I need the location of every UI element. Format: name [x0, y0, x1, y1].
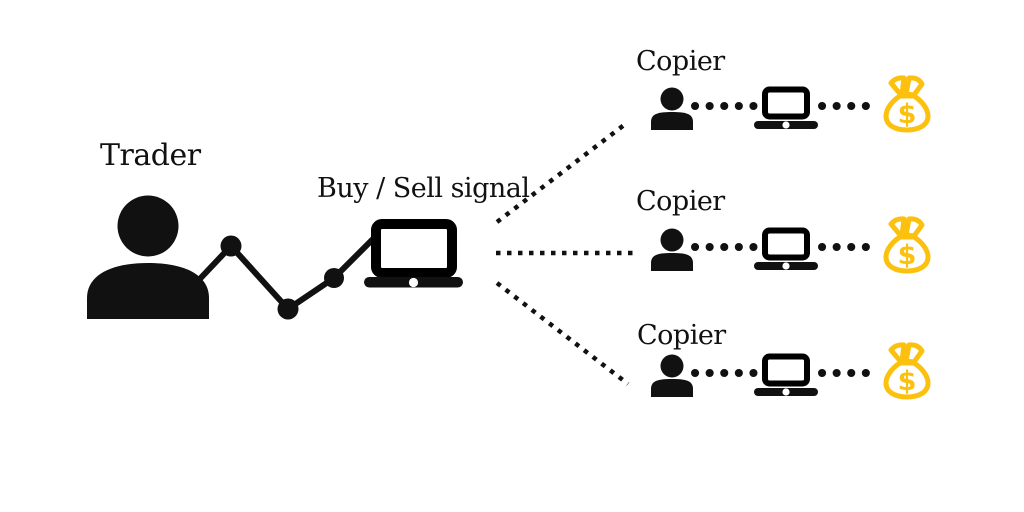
- zigzag-node: [324, 268, 344, 288]
- zigzag-node: [277, 298, 299, 320]
- price-zigzag-line: [193, 227, 385, 320]
- signal-label: Buy / Sell signal: [317, 173, 530, 204]
- copier-laptop-icon: [754, 231, 818, 271]
- copier-person-icon: [651, 354, 693, 397]
- copier-row-1: [651, 78, 928, 130]
- broadcast-line-top: [495, 120, 630, 224]
- money-bag-icon: [886, 219, 928, 271]
- broadcast-line-bottom: [495, 281, 630, 386]
- trader-laptop-icon: [364, 219, 463, 288]
- copier-label-1: Copier: [636, 46, 725, 77]
- copier-person-icon: [651, 87, 693, 130]
- money-bag-icon: [886, 345, 928, 397]
- zigzag-node: [220, 235, 242, 257]
- trader-person-icon: [87, 195, 209, 319]
- copier-laptop-icon: [754, 90, 818, 130]
- copier-label-3: Copier: [637, 320, 726, 351]
- copier-row-3: [651, 345, 928, 397]
- trader-label: Trader: [100, 138, 201, 173]
- money-bag-icon: [886, 78, 928, 130]
- copier-laptop-icon: [754, 357, 818, 397]
- copier-person-icon: [651, 228, 693, 271]
- copier-row-2: [651, 219, 928, 271]
- copier-label-2: Copier: [636, 186, 725, 217]
